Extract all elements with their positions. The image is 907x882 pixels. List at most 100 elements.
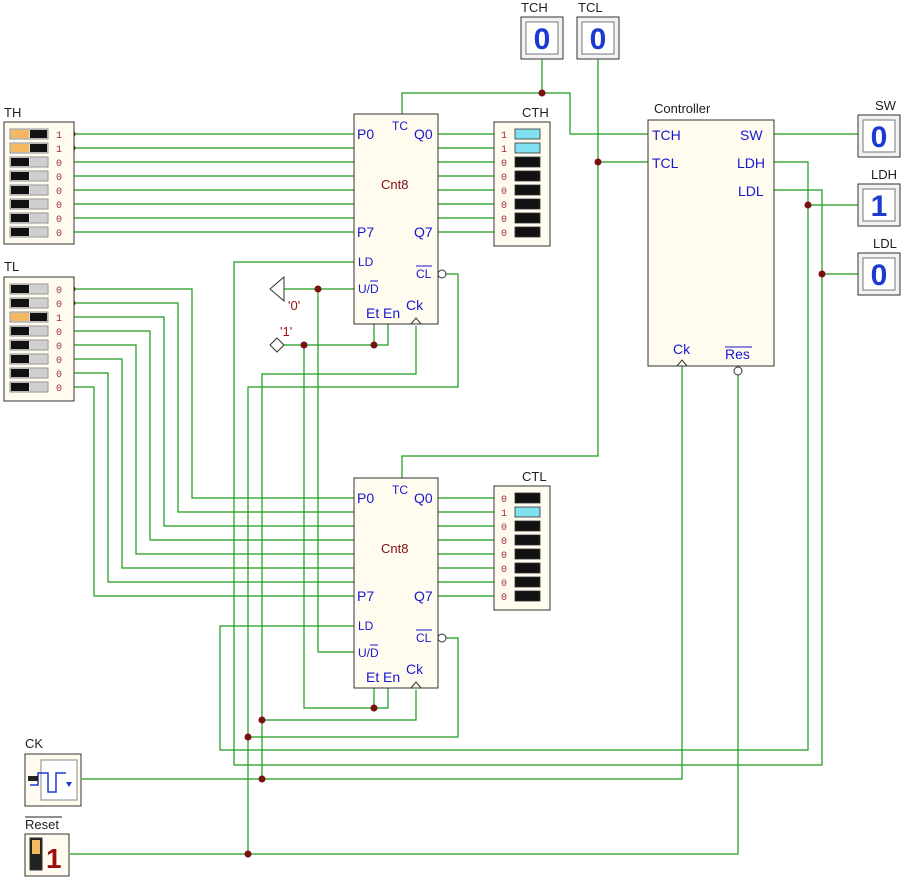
controller-res-bubble bbox=[733, 366, 743, 376]
ctl-led-3: 0 bbox=[501, 534, 541, 548]
ctl-bit-2: 0 bbox=[501, 523, 507, 534]
tl-switch-3[interactable]: 0 bbox=[9, 325, 62, 339]
cth-label: CTH bbox=[522, 105, 549, 120]
th-switch-5[interactable]: 0 bbox=[9, 198, 62, 212]
tl-bit-5: 0 bbox=[56, 356, 62, 367]
tcl-display: TCL 0 bbox=[576, 0, 620, 60]
cnt-low-ud: U/D bbox=[358, 646, 379, 660]
tl-bit-4: 0 bbox=[56, 342, 62, 353]
cnt-high-en: En bbox=[383, 305, 400, 321]
tl-bit-0: 0 bbox=[56, 286, 62, 297]
th-bit-2: 0 bbox=[56, 159, 62, 170]
tcl-display-label: TCL bbox=[578, 0, 603, 15]
cnt-low-et: Et bbox=[366, 669, 379, 685]
tcl-display-value: 0 bbox=[590, 23, 607, 56]
cnt-low-ck: Ck bbox=[406, 661, 424, 677]
ctl-bit-3: 0 bbox=[501, 537, 507, 548]
cth-led-6: 0 bbox=[501, 212, 541, 226]
controller-ck: Ck bbox=[673, 341, 691, 357]
constant-zero-label: '0' bbox=[288, 298, 300, 313]
cth-bit-5: 0 bbox=[501, 201, 507, 212]
th-switch-6[interactable]: 0 bbox=[9, 212, 62, 226]
constant-one-label: '1' bbox=[280, 324, 292, 339]
tch-display-value: 0 bbox=[534, 23, 551, 56]
cth-led-0: 1 bbox=[501, 128, 541, 142]
cnt-high-ud: U/D bbox=[358, 282, 379, 296]
tl-switch-4[interactable]: 0 bbox=[9, 339, 62, 353]
constant-zero: '0' bbox=[269, 275, 300, 313]
tl-switch-7[interactable]: 0 bbox=[9, 381, 62, 395]
th-switch-2[interactable]: 0 bbox=[9, 156, 62, 170]
ctl-bit-4: 0 bbox=[501, 551, 507, 562]
ctl-bit-7: 0 bbox=[501, 593, 507, 604]
ctl-bit-5: 0 bbox=[501, 565, 507, 576]
cnt-low-p0: P0 bbox=[357, 490, 374, 506]
cnt-low-clock-triangle bbox=[410, 681, 422, 689]
cth-bit-1: 1 bbox=[501, 145, 507, 156]
sw-display-value: 0 bbox=[871, 121, 888, 154]
cnt-low-p7: P7 bbox=[357, 588, 374, 604]
th-switch-3[interactable]: 0 bbox=[9, 170, 62, 184]
th-bit-4: 0 bbox=[56, 187, 62, 198]
counter-high-block[interactable]: P0 P7 TC Q0 Q7 Cnt8 LD U/D CL Et En Ck bbox=[353, 113, 447, 325]
cnt-high-et: Et bbox=[366, 305, 379, 321]
cnt-high-clock-triangle bbox=[410, 317, 422, 325]
th-bit-3: 0 bbox=[56, 173, 62, 184]
ctl-bit-0: 0 bbox=[501, 495, 507, 506]
controller-block[interactable]: Controller TCH TCL SW LDH LDL Ck Res bbox=[647, 101, 775, 376]
ctl-bit-6: 0 bbox=[501, 579, 507, 590]
cth-bit-4: 0 bbox=[501, 187, 507, 198]
ctl-led-2: 0 bbox=[501, 520, 541, 534]
clock-source[interactable]: CK bbox=[24, 736, 82, 807]
cnt-high-ld: LD bbox=[358, 255, 374, 269]
tl-switch-6[interactable]: 0 bbox=[9, 367, 62, 381]
clock-wave-icon bbox=[30, 772, 66, 793]
cth-led-7: 0 bbox=[501, 226, 541, 240]
cth-bit-0: 1 bbox=[501, 131, 507, 142]
cnt-high-name: Cnt8 bbox=[381, 177, 408, 192]
cth-led-1: 1 bbox=[501, 142, 541, 156]
ldh-display-value: 1 bbox=[871, 190, 888, 223]
controller-title: Controller bbox=[654, 101, 711, 116]
tl-bit-2: 1 bbox=[56, 314, 62, 325]
reset-switch[interactable]: Reset 1 bbox=[24, 816, 70, 877]
tl-switch-0[interactable]: 0 bbox=[9, 283, 62, 297]
th-switch-4[interactable]: 0 bbox=[9, 184, 62, 198]
th-switch-7[interactable]: 0 bbox=[9, 226, 62, 240]
cnt-high-p0: P0 bbox=[357, 126, 374, 142]
controller-ldh: LDH bbox=[737, 155, 765, 171]
tl-switch-1[interactable]: 0 bbox=[9, 297, 62, 311]
cnt-high-p7: P7 bbox=[357, 224, 374, 240]
cnt-low-cl: CL bbox=[416, 631, 432, 645]
ctl-led-0: 0 bbox=[501, 492, 541, 506]
counter-low-block[interactable]: P0 P7 TC Q0 Q7 Cnt8 LD U/D CL Et En Ck bbox=[353, 477, 447, 689]
cnt-low-cl-bubble bbox=[437, 633, 447, 643]
controller-tch: TCH bbox=[652, 127, 681, 143]
controller-res: Res bbox=[725, 346, 750, 362]
tl-bit-7: 0 bbox=[56, 384, 62, 395]
cnt-low-name: Cnt8 bbox=[381, 541, 408, 556]
tl-bit-1: 0 bbox=[56, 300, 62, 311]
ctl-label: CTL bbox=[522, 469, 547, 484]
tl-switch-2[interactable]: 1 bbox=[9, 311, 62, 325]
cth-bit-7: 0 bbox=[501, 229, 507, 240]
cth-bit-3: 0 bbox=[501, 173, 507, 184]
cnt-low-ld: LD bbox=[358, 619, 374, 633]
cth-led-5: 0 bbox=[501, 198, 541, 212]
th-switch-0[interactable]: 1 bbox=[9, 128, 62, 142]
th-switch-1[interactable]: 1 bbox=[9, 142, 62, 156]
ctl-led-5: 0 bbox=[501, 562, 541, 576]
tl-switch-5[interactable]: 0 bbox=[9, 353, 62, 367]
controller-ldl: LDL bbox=[738, 183, 764, 199]
cnt-low-en: En bbox=[383, 669, 400, 685]
tl-label: TL bbox=[4, 259, 19, 274]
cnt-high-q7: Q7 bbox=[414, 224, 433, 240]
